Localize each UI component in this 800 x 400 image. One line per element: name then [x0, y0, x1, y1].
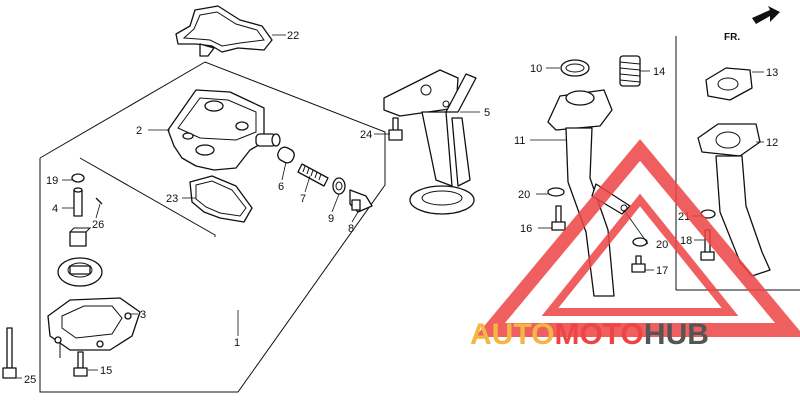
watermark-hub: HUB: [643, 318, 709, 351]
callout-26: 26: [92, 219, 104, 231]
callout-20a: 20: [518, 189, 530, 201]
callout-numbers: 22 2 6 7 9 8 23 19 4 26 3 1 15 25 5 24 1…: [24, 30, 778, 386]
front-direction-arrow: FR.: [724, 6, 780, 43]
callout-23: 23: [166, 193, 178, 205]
pipe-right-12-13: [697, 67, 771, 277]
callout-4: 4: [52, 203, 58, 215]
strainer-5: [383, 69, 477, 215]
shaft-parts: [69, 173, 103, 247]
callout-19: 19: [46, 175, 58, 187]
callout-12: 12: [766, 137, 778, 149]
callout-15: 15: [100, 365, 112, 377]
watermark-triangle: [475, 139, 800, 337]
bolts-left: [2, 327, 88, 379]
callout-14: 14: [653, 66, 665, 78]
gasket-22: [175, 5, 273, 57]
callout-18: 18: [680, 235, 692, 247]
callout-17: 17: [656, 265, 668, 277]
callout-10: 10: [530, 63, 542, 75]
rotor: [57, 257, 103, 287]
pump-body-2: [167, 89, 281, 171]
gasket-23: [189, 175, 253, 223]
oring-10: [560, 59, 590, 77]
bolt-24: [388, 117, 403, 141]
watermark-auto: AUTO: [470, 318, 555, 351]
front-label: FR.: [724, 32, 740, 43]
callout-6: 6: [278, 181, 284, 193]
callout-11: 11: [514, 135, 525, 147]
callout-16: 16: [520, 223, 532, 235]
callout-22: 22: [287, 30, 299, 42]
relief-valve-parts: [277, 146, 373, 213]
callout-24: 24: [360, 129, 372, 141]
watermark-logo: AUTOMOTOHUB: [470, 318, 709, 352]
pump-cover-3: [47, 297, 141, 351]
callout-25: 25: [24, 374, 36, 386]
callout-8: 8: [348, 223, 354, 235]
spring-14: [619, 55, 641, 87]
callout-13: 13: [766, 67, 778, 79]
callout-2: 2: [136, 125, 142, 137]
watermark-moto: MOTO: [554, 318, 644, 351]
callout-1: 1: [234, 337, 240, 349]
callout-20b: 20: [656, 239, 668, 251]
callout-3: 3: [140, 309, 146, 321]
callout-7: 7: [300, 193, 306, 205]
callout-5: 5: [484, 107, 490, 119]
callout-9: 9: [328, 213, 334, 225]
